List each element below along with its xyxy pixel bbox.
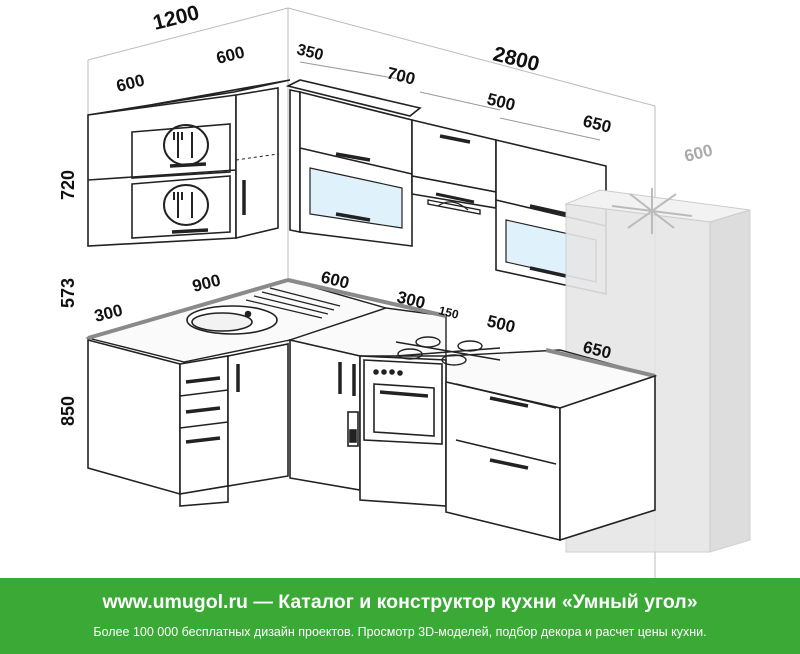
back-upper-cabinets — [285, 79, 607, 295]
dim-back-500: 500 — [485, 89, 517, 114]
dim-counter-300-left: 300 — [92, 301, 124, 326]
dim-counter-500: 500 — [485, 311, 517, 336]
snowflake-icon — [611, 188, 693, 234]
sink-icon — [186, 287, 341, 335]
dim-left-upper-side: 600 — [214, 43, 246, 68]
dim-back-700: 700 — [385, 63, 417, 88]
dim-gap-height: 573 — [58, 278, 78, 308]
cooktop-icon — [395, 336, 501, 366]
cutlery-icon — [163, 124, 209, 168]
dim-left-upper-front: 600 — [114, 71, 146, 96]
dim-back-650: 650 — [581, 111, 613, 136]
cutlery-icon — [163, 184, 209, 234]
dim-base-height: 850 — [58, 396, 78, 426]
dim-left-wall-total: 1200 — [151, 1, 202, 35]
dim-upper-height: 720 — [58, 170, 78, 200]
dim-back-350: 350 — [295, 41, 325, 64]
dim-back-total: 2800 — [491, 43, 542, 77]
dim-fridge-depth: 600 — [682, 141, 714, 166]
dim-counter-900: 900 — [190, 271, 222, 296]
dim-counter-300-right: 300 — [395, 287, 427, 312]
dimension-lines — [299, 61, 601, 141]
kitchen-diagram: 1200 600 600 350 700 2800 500 650 600 72… — [58, 1, 751, 578]
range-hood-icon — [427, 192, 481, 215]
promo-banner: www.umugol.ru — Каталог и конструктор ку… — [0, 578, 800, 654]
oven-icon — [363, 359, 443, 445]
left-upper-cabinets — [87, 79, 291, 247]
dim-counter-150: 150 — [437, 303, 460, 322]
banner-subtitle: Более 100 000 бесплатных дизайн проектов… — [93, 625, 707, 639]
banner-title[interactable]: www.umugol.ru — Каталог и конструктор ку… — [102, 591, 698, 613]
